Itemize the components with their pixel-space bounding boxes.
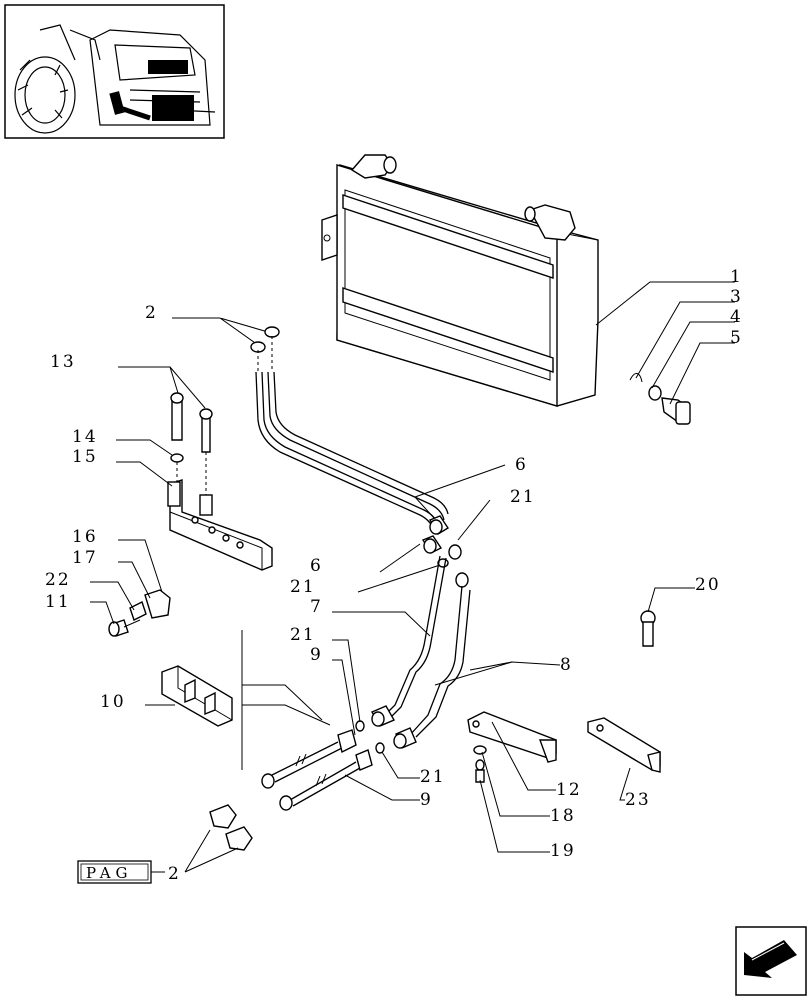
callout-9a: 9 — [310, 645, 323, 665]
bracket-23[interactable] — [587, 717, 661, 773]
callout-21a: 21 — [510, 487, 536, 507]
callout-2: 2 — [145, 303, 158, 323]
tractor-thumbnail[interactable] — [4, 4, 225, 139]
callout-21b: 21 — [290, 577, 316, 597]
callout-16: 16 — [72, 527, 98, 547]
bolt-18-19[interactable] — [473, 745, 487, 783]
callout-19: 19 — [550, 841, 576, 861]
callout-13: 13 — [50, 352, 76, 372]
callout-3: 3 — [730, 287, 743, 307]
callout-8: 8 — [560, 655, 573, 675]
callout-4: 4 — [730, 307, 743, 327]
bolt-20[interactable] — [640, 610, 656, 647]
callout-12: 12 — [556, 780, 582, 800]
callout-20: 20 — [695, 575, 721, 595]
callout-7: 7 — [310, 597, 323, 617]
callout-5: 5 — [730, 328, 743, 348]
callout-15: 15 — [72, 447, 98, 467]
callout-1: 1 — [730, 267, 743, 287]
pipe-assembly[interactable] — [255, 336, 471, 754]
callout-labels: 1 2 3 4 5 6 6 7 8 9 9 10 11 12 13 14 15 … — [45, 267, 743, 861]
callout-17: 17 — [72, 548, 98, 568]
callout-6a: 6 — [515, 455, 528, 475]
pipe-clip[interactable] — [108, 589, 171, 637]
callout-22: 22 — [45, 570, 71, 590]
next-page-arrow-icon[interactable] — [735, 926, 807, 996]
callout-6b: 6 — [310, 556, 323, 576]
callout-11: 11 — [45, 592, 71, 612]
callout-9b: 9 — [420, 790, 433, 810]
callout-18: 18 — [550, 806, 576, 826]
callout-14: 14 — [72, 427, 98, 447]
bolt-washer-set[interactable] — [629, 373, 691, 425]
page-ref-number: 2 — [168, 864, 181, 884]
bracket-12[interactable] — [467, 711, 557, 763]
callout-23: 23 — [625, 790, 651, 810]
page-ref-label: PAG — [86, 864, 133, 882]
manifold-bracket[interactable] — [167, 392, 273, 571]
page-reference[interactable]: PAG 2 — [77, 860, 181, 884]
callout-21d: 21 — [420, 767, 446, 787]
callout-10: 10 — [100, 692, 126, 712]
clip-block[interactable] — [161, 665, 233, 727]
callout-21c: 21 — [290, 625, 316, 645]
pipe-9-assembly[interactable] — [209, 729, 373, 851]
hose-clamp[interactable] — [250, 326, 280, 353]
oil-cooler[interactable] — [321, 154, 599, 407]
